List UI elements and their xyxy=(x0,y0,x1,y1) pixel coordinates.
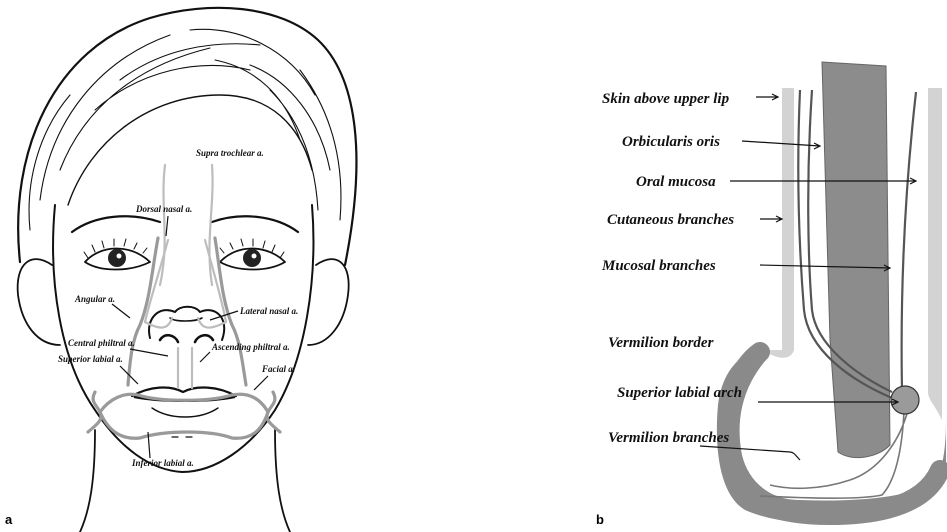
right-iris xyxy=(243,249,261,267)
label-lateral-nasal: Lateral nasal a. xyxy=(239,306,298,316)
supratrochlear-artery xyxy=(160,165,213,285)
left-eyebrow xyxy=(72,216,160,232)
panel-b-letter: b xyxy=(596,512,604,527)
label-oral-mucosa: Oral mucosa xyxy=(636,174,716,190)
label-angular: Angular a. xyxy=(74,294,115,304)
left-iris xyxy=(108,249,126,267)
right-pupil-light xyxy=(252,254,257,259)
hair-outline xyxy=(18,8,356,265)
label-skin: Skin above upper lip xyxy=(602,91,730,107)
lateral-nasal-artery xyxy=(145,318,226,328)
mucosal-branch-line xyxy=(902,92,916,390)
philtral-arteries xyxy=(178,348,192,388)
label-ascending-philtral: Ascending philtral a. xyxy=(211,342,290,352)
label-vermilion-border: Vermilion border xyxy=(608,335,714,351)
label-orbicularis: Orbicularis oris xyxy=(622,134,720,150)
skin-band xyxy=(760,88,794,358)
labial-arcade xyxy=(100,394,268,438)
label-superior-arch: Superior labial arch xyxy=(617,385,742,401)
panel-b: Skin above upper lip Orbicularis oris Or… xyxy=(596,62,946,527)
label-facial: Facial a. xyxy=(261,364,295,374)
right-ear xyxy=(308,259,349,345)
label-central-philtral: Central philtral a. xyxy=(68,338,135,348)
label-superior-labial: Superior labial a. xyxy=(58,354,123,364)
label-supratrochlear: Supra trochlear a. xyxy=(196,148,264,158)
upper-lip xyxy=(132,387,236,396)
lower-lip xyxy=(152,408,218,417)
labels-panel-b: Skin above upper lip Orbicularis oris Or… xyxy=(601,91,742,446)
orbicularis-muscle xyxy=(822,62,890,458)
label-mucosal: Mucosal branches xyxy=(601,258,716,274)
nose-outline xyxy=(149,307,224,340)
label-dorsal-nasal: Dorsal nasal a. xyxy=(135,204,192,214)
label-cutaneous: Cutaneous branches xyxy=(607,212,734,228)
label-inferior-labial: Inferior labial a. xyxy=(131,458,194,468)
panel-a-letter: a xyxy=(5,512,13,527)
nostrils xyxy=(160,335,213,342)
label-vermilion-branches: Vermilion branches xyxy=(608,430,729,446)
hair-part xyxy=(68,95,312,205)
panel-a: Supra trochlear a. Dorsal nasal a. Angul… xyxy=(5,8,356,532)
skin-band-right xyxy=(928,88,942,420)
left-pupil-light xyxy=(117,254,122,259)
neck xyxy=(80,430,290,532)
right-eyebrow xyxy=(212,216,298,232)
angular-artery xyxy=(128,238,246,385)
